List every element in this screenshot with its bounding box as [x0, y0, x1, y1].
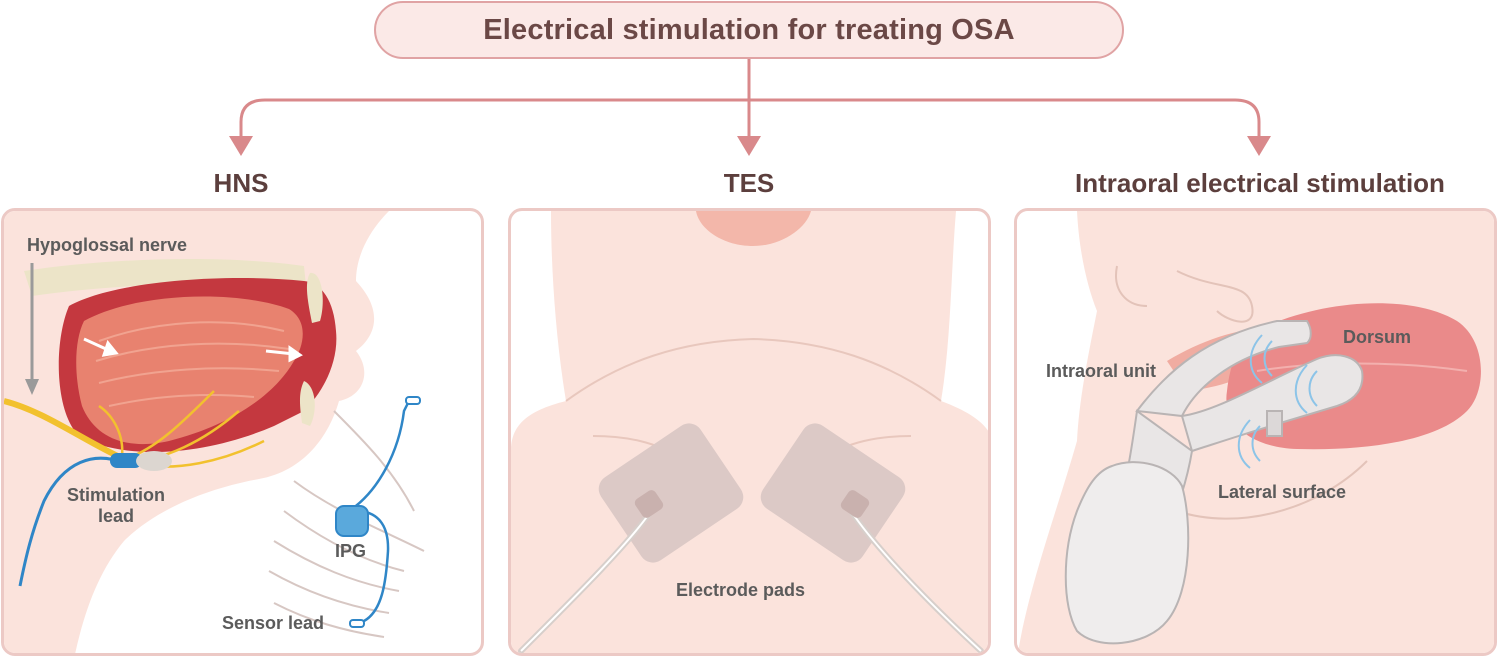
- heading-tes: TES: [723, 168, 775, 198]
- arrow-head-hns: [229, 136, 253, 156]
- label-lateral-surface: Lateral surface: [1218, 482, 1347, 502]
- sensor-lead: [355, 509, 390, 625]
- lips: [696, 211, 811, 246]
- stimulation-lead: [18, 456, 125, 587]
- hns-illustration: [4, 211, 425, 653]
- intraoral-device-handle: [1064, 461, 1190, 645]
- label-dorsum: Dorsum: [1343, 327, 1412, 347]
- label-ipg: IPG: [335, 541, 367, 561]
- hypoglossal-nerve: [4, 398, 126, 462]
- intraoral-illustration: [1017, 211, 1494, 653]
- intraoral-device-arms: [1135, 320, 1312, 418]
- label-sensor-lead: Sensor lead: [222, 613, 325, 633]
- label-hypoglossal-nerve: Hypoglossal nerve: [27, 235, 188, 255]
- label-electrode-pads: Electrode pads: [676, 580, 806, 600]
- label-stimulation-lead: Stimulation lead: [56, 485, 176, 527]
- heading-intraoral: Intraoral electrical stimulation: [1075, 168, 1445, 198]
- arrow-head-tes: [737, 136, 761, 156]
- diagram-title: Electrical stimulation for treating OSA: [374, 1, 1124, 59]
- label-stimulation-lead-line2: lead: [97, 506, 135, 526]
- ipg-device: [335, 505, 369, 537]
- heading-hns: HNS: [213, 168, 269, 198]
- stimulation-cuff: [110, 453, 142, 468]
- panel-tes: Electrode pads: [508, 208, 991, 656]
- label-intraoral-unit: Intraoral unit: [1046, 361, 1157, 381]
- panel-hns: Hypoglossal nerve Stimulation lead IPG S…: [1, 208, 484, 656]
- panel-intraoral: Intraoral unit Dorsum Lateral surface: [1014, 208, 1497, 656]
- connector-arrows: [229, 59, 1271, 156]
- tes-illustration: [511, 211, 988, 653]
- arrow-head-intraoral: [1247, 136, 1271, 156]
- label-stimulation-lead-line1: Stimulation: [67, 485, 165, 505]
- skull-band: [24, 259, 306, 296]
- electrode-pad-right: [760, 423, 906, 563]
